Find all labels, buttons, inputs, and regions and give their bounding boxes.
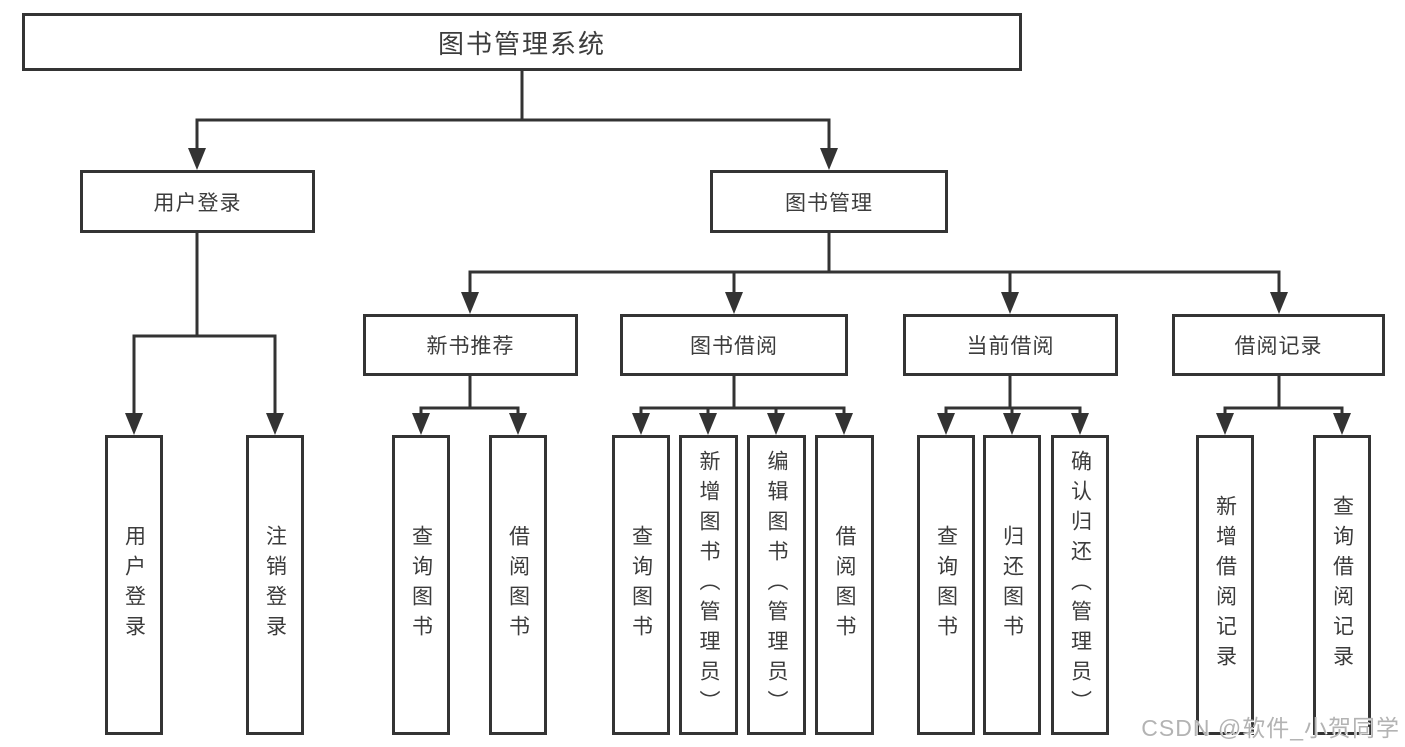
leaf-borrow-books-recommend: 借阅图书 — [489, 435, 547, 735]
node-book-borrowing: 图书借阅 — [620, 314, 848, 376]
node-label: 查询图书 — [629, 525, 653, 645]
leaf-add-borrow-record: 新增借阅记录 — [1196, 435, 1254, 735]
leaf-add-book-admin: 新增图书（管理员） — [679, 435, 738, 735]
node-label: 借阅记录 — [1234, 335, 1323, 358]
node-label: 借阅图书 — [833, 525, 857, 645]
node-label: 用户登录 — [153, 191, 242, 215]
leaf-user-login: 用户登录 — [105, 435, 163, 735]
node-label: 新书推荐 — [426, 335, 515, 358]
node-label: 图书管理 — [785, 191, 873, 215]
leaf-confirm-return-admin: 确认归还（管理员） — [1051, 435, 1109, 735]
node-label: 查询借阅记录 — [1330, 495, 1354, 675]
leaf-edit-book-admin: 编辑图书（管理员） — [747, 435, 806, 735]
node-book-management: 图书管理 — [710, 170, 948, 233]
node-new-book-recommendation: 新书推荐 — [363, 314, 578, 376]
node-label: 查询图书 — [409, 525, 433, 645]
leaf-logout: 注销登录 — [246, 435, 304, 735]
csdn-watermark: CSDN @软件_小贺同学 — [1141, 715, 1400, 741]
leaf-query-borrow-record: 查询借阅记录 — [1313, 435, 1371, 735]
leaf-query-books-borrow: 查询图书 — [612, 435, 670, 735]
node-label: 当前借阅 — [966, 335, 1055, 358]
node-label: 编辑图书（管理员） — [765, 450, 789, 720]
node-library-management-system: 图书管理系统 — [22, 13, 1022, 71]
node-label: 新增图书（管理员） — [697, 450, 721, 720]
node-label: 图书管理系统 — [437, 28, 606, 59]
node-label: 借阅图书 — [506, 525, 530, 645]
node-label: 查询图书 — [934, 525, 958, 645]
node-label: 注销登录 — [263, 525, 287, 645]
leaf-query-books-current: 查询图书 — [917, 435, 975, 735]
node-label: 新增借阅记录 — [1213, 495, 1237, 675]
leaf-return-book: 归还图书 — [983, 435, 1041, 735]
leaf-borrow-books-borrow: 借阅图书 — [815, 435, 874, 735]
node-borrowing-records: 借阅记录 — [1172, 314, 1385, 376]
node-label: 用户登录 — [122, 525, 146, 645]
leaf-query-books-recommend: 查询图书 — [392, 435, 450, 735]
node-current-borrowing: 当前借阅 — [903, 314, 1118, 376]
arrowheads — [125, 148, 1351, 435]
node-label: 确认归还（管理员） — [1068, 450, 1092, 720]
node-user-login-branch: 用户登录 — [80, 170, 315, 233]
node-label: 归还图书 — [1000, 525, 1024, 645]
node-label: 图书借阅 — [690, 335, 778, 358]
